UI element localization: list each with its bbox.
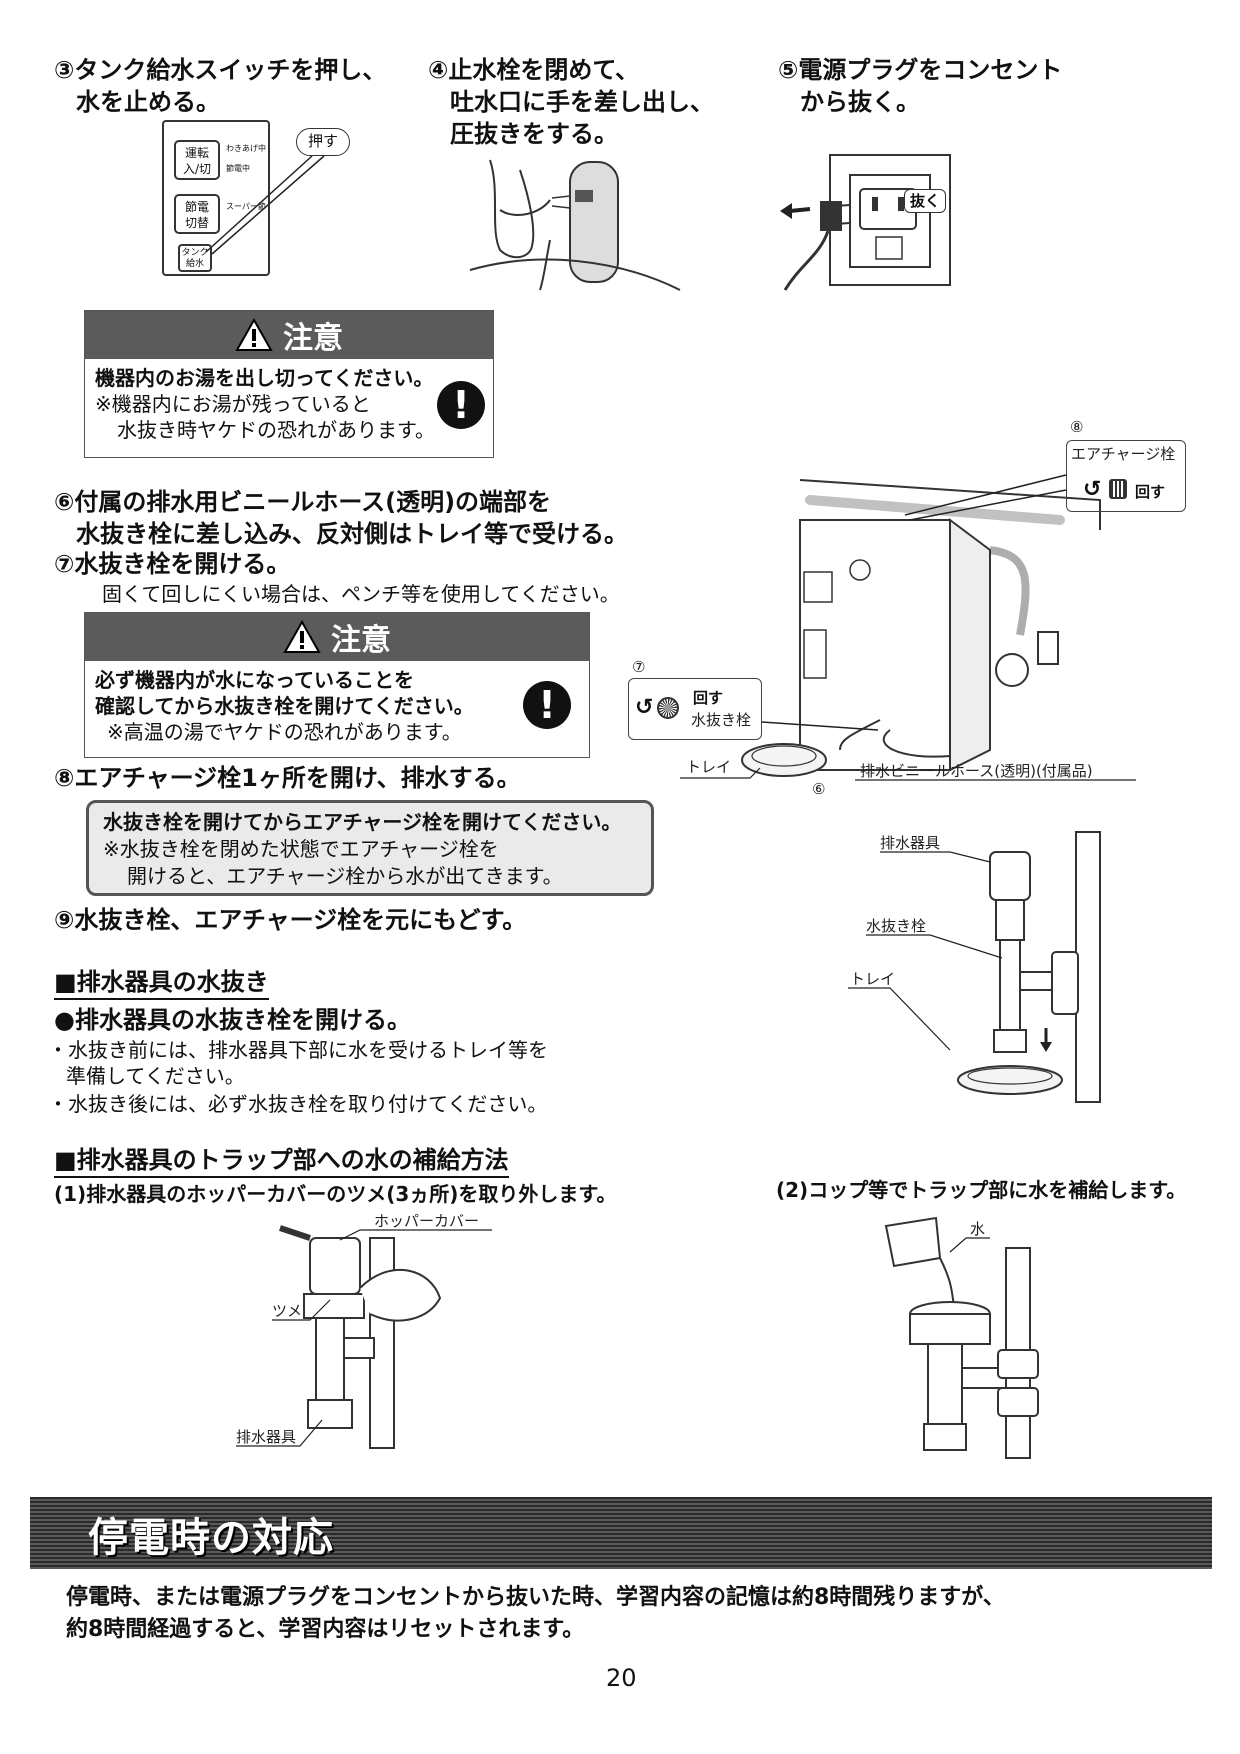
caution-2-note: ※高温の湯でヤケドの恐れがあります。 [107,720,462,744]
step-9-line1: ⑨水抜き栓、エアチャージ栓を元にもどす。 [54,906,527,934]
step-4-line1: ④止水栓を閉めて、 [428,56,640,84]
drain-section-title: ■排水器具の水抜き [54,966,269,1000]
caution-1-bold: 機器内のお湯を出し切ってください。 [95,366,434,390]
power-outage-line1: 停電時、または電源プラグをコンセントから抜いた時、学習内容の記憶は約8時間残りま… [66,1585,1005,1610]
page-number: 20 [606,1664,637,1692]
drain-knob-icon [657,697,679,719]
tank-fill-button: タンク給水 [178,244,212,272]
caution-1-title: 注意 [283,321,343,356]
water-refill-illustration [884,1216,1039,1459]
caution-box-1: 注意 機器内のお湯を出し切ってください。 ※機器内にお湯が残っていると 水抜き時… [84,310,494,458]
rotate-arrow-icon: ↺ [1083,477,1102,502]
step-6-line1: ⑥付属の排水用ビニールホース(透明)の端部を [54,488,552,516]
exclamation-icon: ! [523,681,571,729]
note-box-line2: 開けると、エアチャージ栓から水が出てきます。 [127,864,563,888]
indicator-heating: わきあげ中 [226,144,266,153]
power-outage-banner: 停電時の対応 [30,1497,1212,1569]
trap-step-2: (2)コップ等でトラップ部に水を補給します。 [776,1178,1187,1202]
drain-plug-fixture-label: 水抜き栓 [866,917,927,935]
step-5: ⑤電源プラグをコンセント から抜く。 [778,54,1062,118]
water-label: 水 [970,1220,986,1238]
fixture-label: 排水器具 [880,834,941,852]
indicator-super-eco: スーパー節電 [226,202,266,211]
caution-2-bold2: 確認してから水抜き栓を開けてください。 [95,694,474,718]
trap-step-1: (1)排水器具のホッパーカバーのツメ(3ヵ所)を取り外します。 [54,1182,617,1206]
step-7: ⑦水抜き栓を開ける。 [54,548,290,580]
exclamation-icon: ! [437,381,485,429]
step-3-line1: ③タンク給水スイッチを押し、 [54,56,387,84]
air-charge-label: エアチャージ栓 [1071,445,1176,463]
power-outage-line2: 約8時間経過すると、学習内容はリセットされます。 [66,1617,585,1642]
trap-section-title: ■排水器具のトラップ部への水の補給方法 [54,1144,509,1178]
tray-fixture-label: トレイ [850,970,896,988]
step-3: ③タンク給水スイッチを押し、 水を止める。 [54,54,386,118]
drain-bullet-2: ・水抜き後には、必ず水抜き栓を取り付けてください。 [48,1092,548,1116]
tsume-label: ツメ [272,1302,303,1320]
step-8-line1: ⑧エアチャージ栓1ヶ所を開け、排水する。 [54,764,521,792]
callout-6-number: ⑥ [812,780,826,798]
rotate-arrow-icon: ↺ [635,695,654,720]
hopper-cover-illustration [279,1225,442,1449]
drain-plug-turn: 回す [693,689,724,707]
warning-triangle-icon [283,619,321,653]
caution-2-bold1: 必ず機器内が水になっていることを [95,668,414,692]
caution-box-2: 注意 必ず機器内が水になっていることを 確認してから水抜き栓を開けてください。 … [84,612,590,758]
caution-1-header: 注意 [85,311,493,359]
caution-1-note2: 水抜き時ヤケドの恐れがあります。 [117,418,435,442]
callout-7-number: ⑦ [632,658,646,676]
warning-triangle-icon [235,317,273,351]
drain-bullet-1a: ・水抜き前には、排水器具下部に水を受けるトレイ等を [48,1038,548,1062]
step-5-line1: ⑤電源プラグをコンセント [778,56,1063,84]
step-4: ④止水栓を閉めて、 吐水口に手を差し出し、 圧抜きをする。 [428,54,714,150]
step-6-line2: 水抜き栓に差し込み、反対側はトレイ等で受ける。 [76,520,628,548]
knob-icon [1109,479,1127,499]
eco-button: 節電切替 [174,194,220,234]
hopper-cover-label: ホッパーカバー [374,1212,480,1230]
step-7-line1: ⑦水抜き栓を開ける。 [54,550,291,578]
faucet-hand-illustration [469,159,681,291]
callout-8-number: ⑧ [1070,418,1084,436]
hose-label: 排水ビニールホース(透明)(付属品) [860,762,1093,780]
trap-fixture-label: 排水器具 [236,1428,297,1446]
indicator-eco: 節電中 [226,164,250,173]
step-8: ⑧エアチャージ栓1ヶ所を開け、排水する。 [54,762,521,794]
step-6: ⑥付属の排水用ビニールホース(透明)の端部を 水抜き栓に差し込み、反対側はトレイ… [54,486,628,550]
drain-bullet-1b: 準備してください。 [66,1064,245,1088]
push-callout: 押す [296,128,350,156]
power-button: 運転入/切 [174,140,220,180]
note-box-line1: ※水抜き栓を閉めた状態でエアチャージ栓を [103,837,499,861]
plug-outlet-illustration [780,154,951,291]
drain-plug-callout: ↺ 回す 水抜き栓 [628,678,762,740]
caution-2-title: 注意 [331,623,391,658]
drain-plug-label: 水抜き栓 [691,711,752,729]
step-7-note: 固くて回しにくい場合は、ペンチ等を使用してください。 [102,582,620,606]
step-4-line3: 圧抜きをする。 [450,120,618,148]
air-charge-callout: エアチャージ栓 ↺ 回す [1066,440,1186,512]
step-3-line2: 水を止める。 [76,88,220,116]
air-charge-turn: 回す [1135,483,1166,501]
note-box-bold: 水抜き栓を開けてからエアチャージ栓を開けてください。 [103,810,622,834]
caution-1-note1: ※機器内にお湯が残っていると [95,392,371,416]
unplug-callout: 抜く [904,189,947,213]
step-5-line2: から抜く。 [800,88,920,116]
power-outage-title: 停電時の対応 [88,1515,334,1561]
step-9: ⑨水抜き栓、エアチャージ栓を元にもどす。 [54,904,526,936]
drain-section-subtitle: ●排水器具の水抜き栓を開ける。 [54,1006,411,1034]
air-charge-note-box: 水抜き栓を開けてからエアチャージ栓を開けてください。 ※水抜き栓を閉めた状態でエ… [86,800,654,896]
step-4-line2: 吐水口に手を差し出し、 [450,88,714,116]
caution-2-header: 注意 [85,613,589,661]
tray-label: トレイ [686,758,732,776]
drain-fixture-illustration [957,831,1101,1103]
